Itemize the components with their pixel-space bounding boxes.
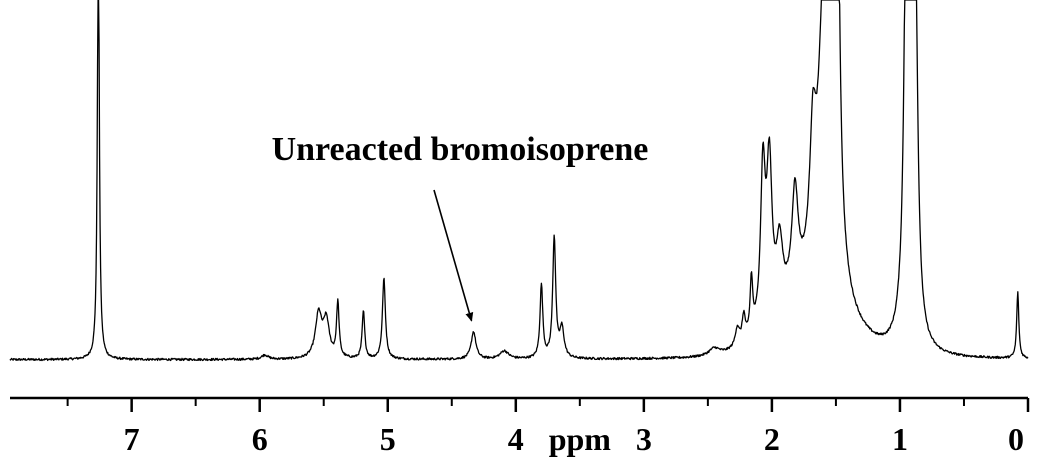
x-axis-label: ppm — [549, 421, 612, 457]
x-tick-label-2: 5 — [380, 421, 396, 457]
x-tick-label-7: 0 — [1008, 421, 1024, 457]
annotations: Unreacted bromoisoprene — [272, 131, 649, 322]
x-axis-ticks — [66, 398, 1030, 412]
spectrum-line — [9, 0, 1029, 362]
x-tick-label-5: 2 — [764, 421, 780, 457]
annotation-arrow-0 — [433, 189, 474, 322]
x-tick-label-1: 6 — [252, 421, 268, 457]
x-tick-label-0: 7 — [124, 421, 140, 457]
x-tick-label-4: 3 — [636, 421, 652, 457]
annotation-label-0: Unreacted bromoisoprene — [272, 131, 649, 168]
x-axis-tick-labels: 7 6 5 4 3 2 1 0 — [124, 421, 1024, 457]
x-tick-label-6: 1 — [892, 421, 908, 457]
x-tick-label-3: 4 — [508, 421, 524, 457]
